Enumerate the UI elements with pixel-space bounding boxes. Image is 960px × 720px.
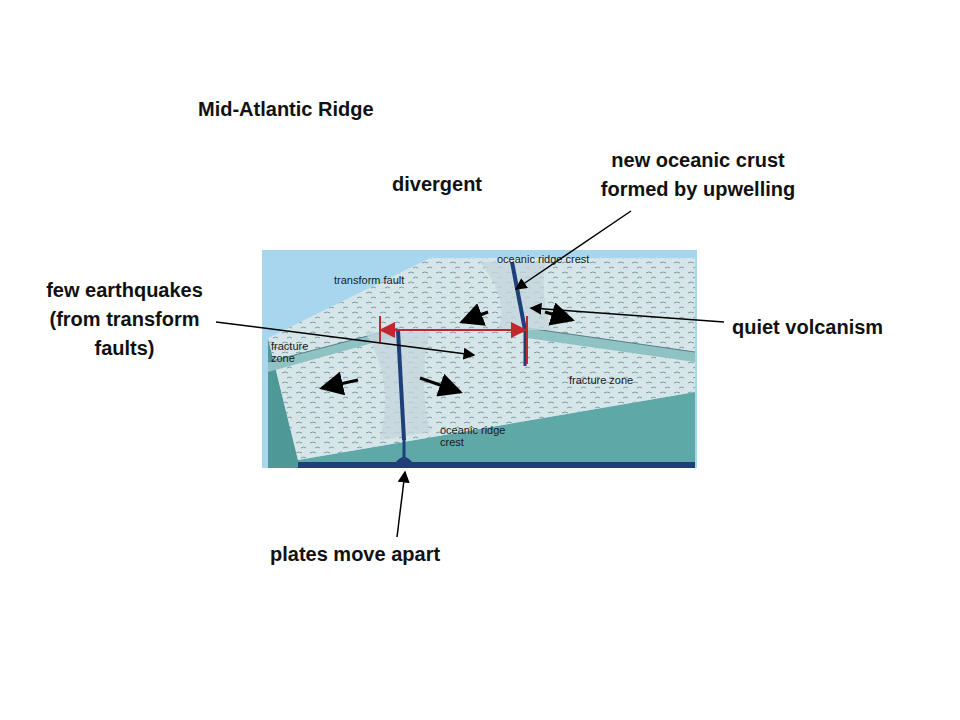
callout-label: plates move apart	[270, 540, 440, 569]
callout-label: quiet volcanism	[732, 313, 883, 342]
callout-label: new oceanic crust formed by upwelling	[598, 146, 798, 204]
diagram-title: Mid-Atlantic Ridge	[198, 95, 374, 124]
figure-label: oceanic ridge crest	[440, 424, 510, 448]
callout-label: few earthquakes (from transform faults)	[32, 276, 217, 363]
callout-label: divergent	[392, 170, 482, 199]
figure-label: fracture zone	[271, 340, 319, 364]
figure-label: fracture zone	[569, 374, 633, 386]
figure-label: oceanic ridge crest	[497, 253, 589, 265]
figure-label: transform fault	[334, 274, 404, 286]
